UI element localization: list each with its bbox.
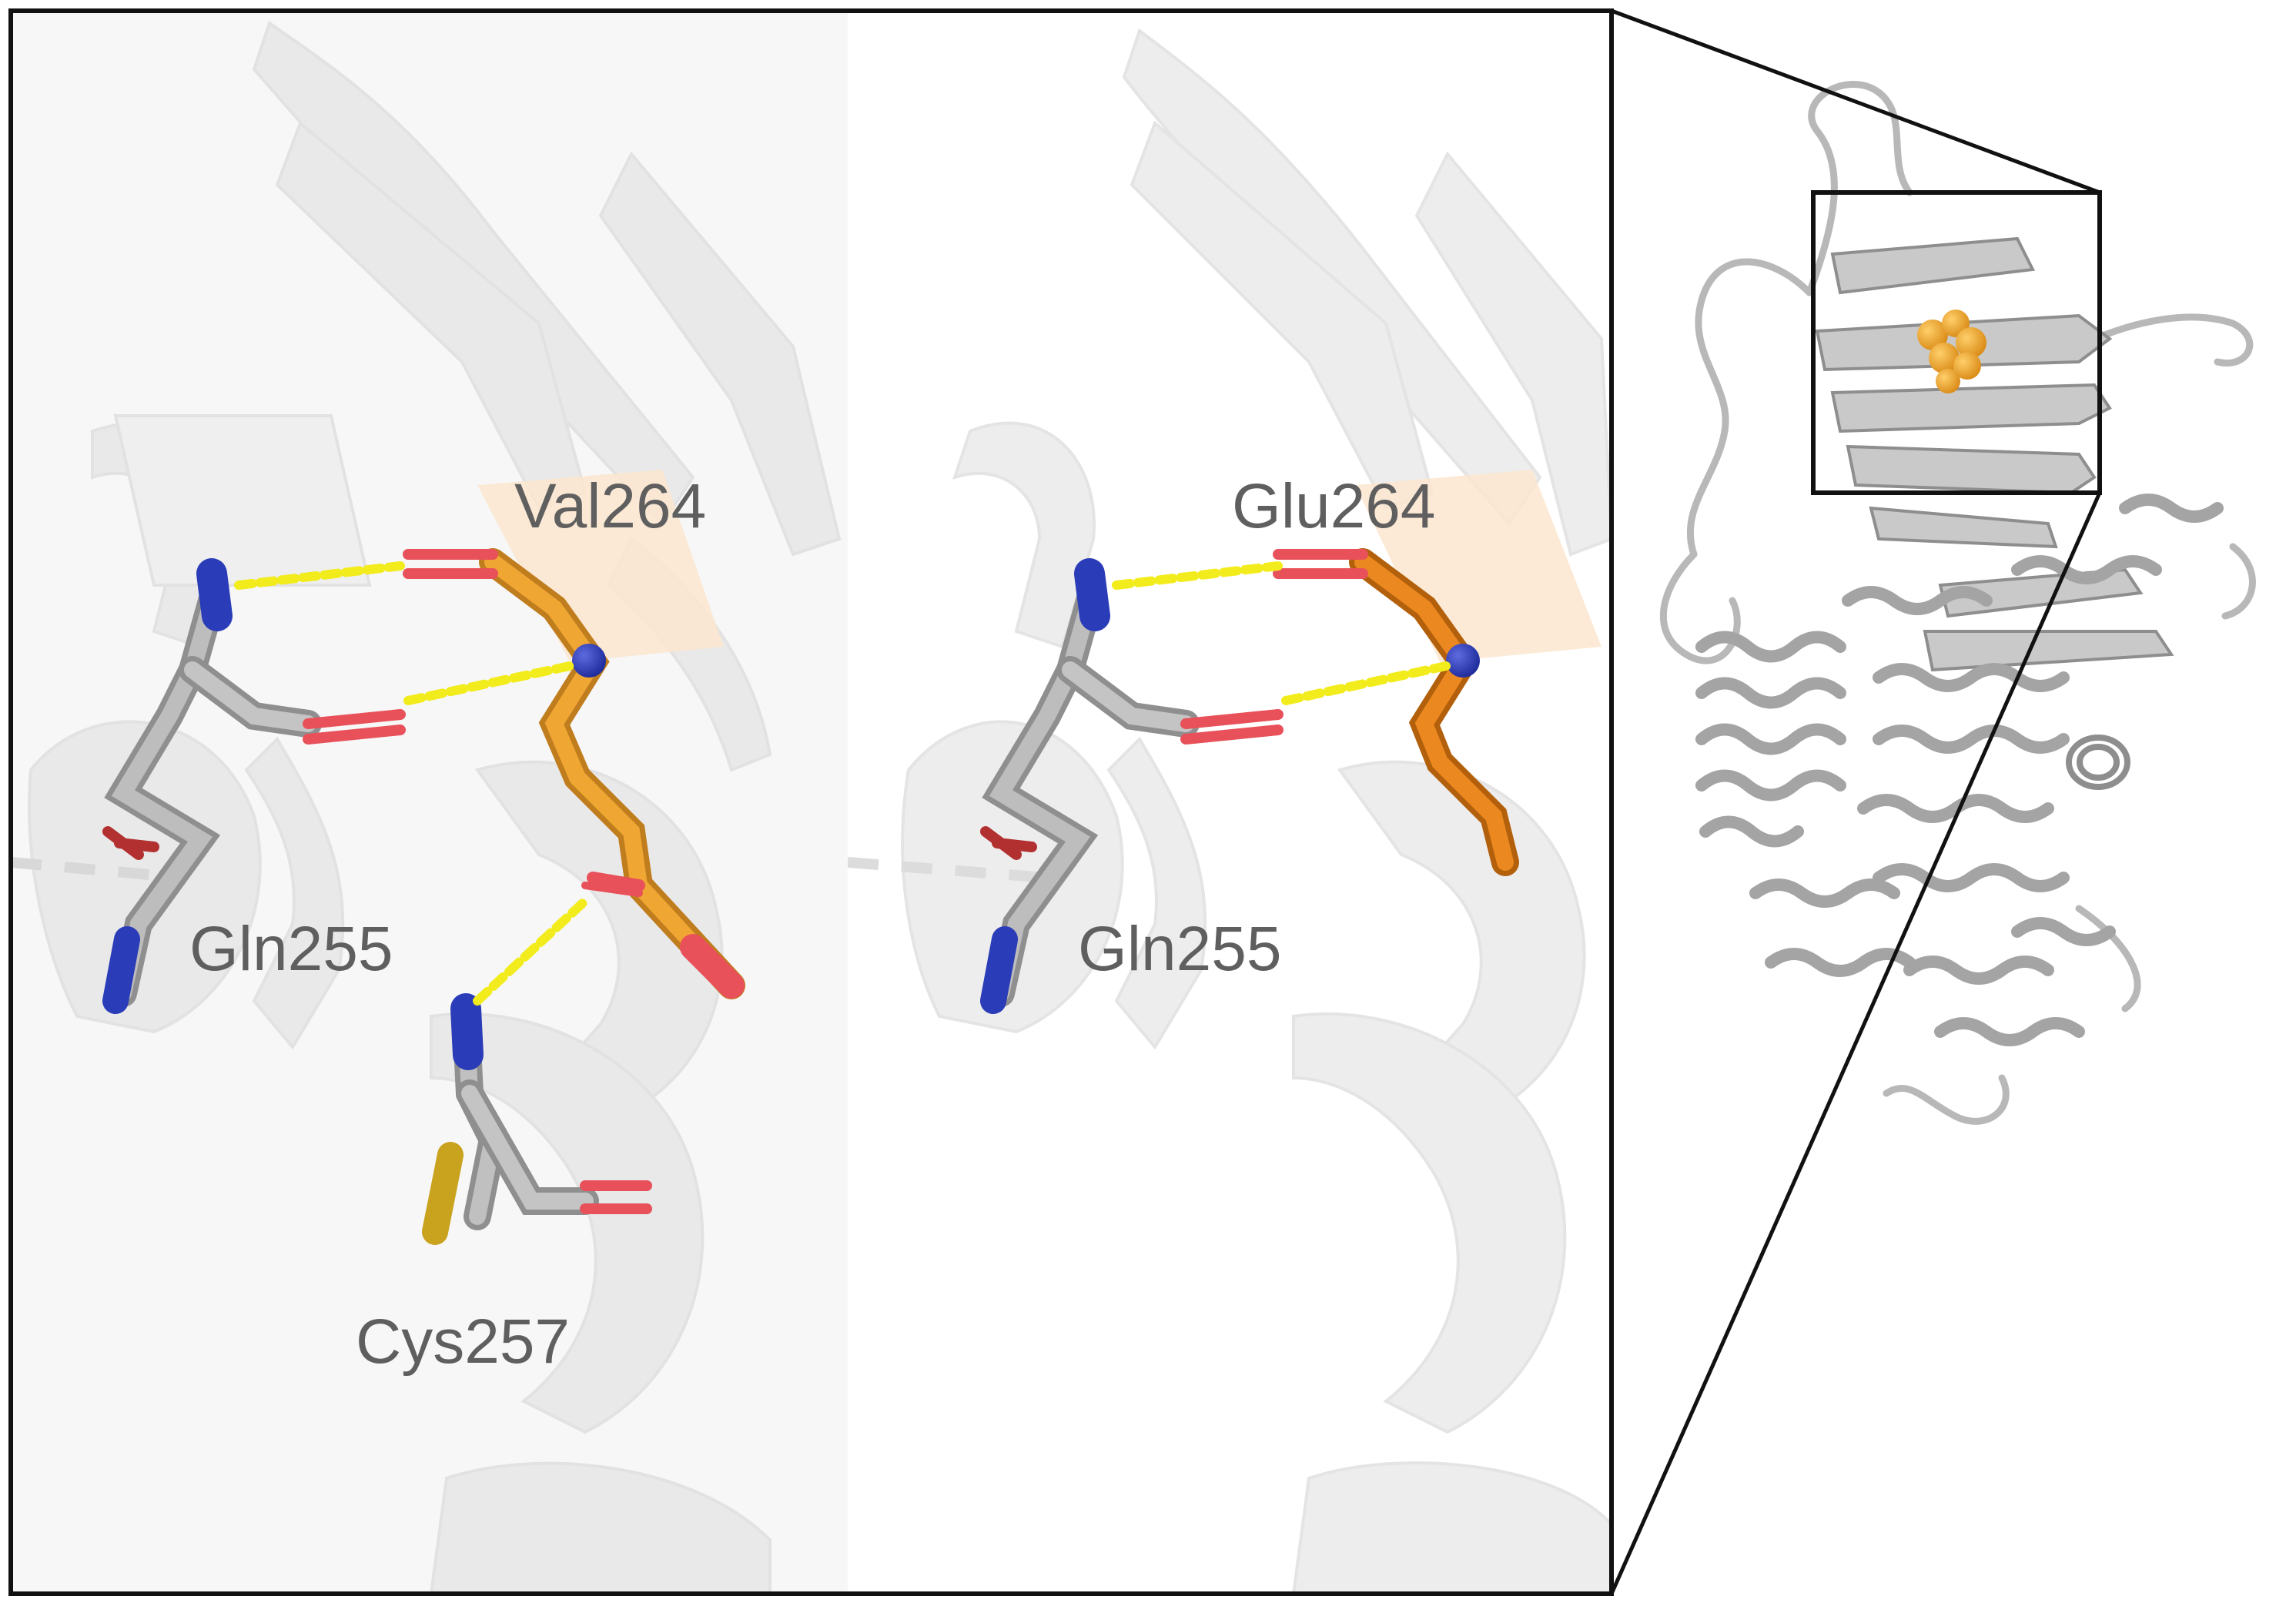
hydrogen-bonds	[1112, 561, 1451, 705]
val264-sticks	[403, 548, 745, 999]
gln255-sticks	[980, 558, 1284, 1014]
residue-label-gln255: Gln255	[1078, 914, 1281, 984]
residue-label-val264: Val264	[514, 471, 706, 541]
gln255-sticks	[102, 558, 406, 1014]
zoom-connector-lines	[1609, 8, 2102, 1595]
mutant-panel: Glu264 Gln255	[848, 11, 1612, 1594]
overview-beta-sheets	[1815, 236, 2174, 672]
overview-loop-ring	[2066, 735, 2130, 790]
background-cartoon	[848, 28, 1612, 1594]
zoom-frame	[8, 8, 1614, 1596]
wild-type-panel: Val264 Gln255 Cys257	[11, 11, 848, 1594]
protein-overview	[1659, 81, 2256, 1125]
cys257-sticks	[422, 993, 652, 1245]
backbone-highlight	[477, 470, 724, 662]
backbone-highlight	[1355, 470, 1602, 662]
overview-loops	[1659, 81, 2256, 1125]
residue-label-cys257: Cys257	[356, 1307, 570, 1377]
residue-label-gln255: Gln255	[189, 914, 393, 984]
highlighted-residue-spheres	[1917, 310, 1986, 393]
residue-label-glu264: Glu264	[1232, 471, 1435, 541]
hydrogen-bonds	[234, 561, 590, 1006]
overview-helices	[1695, 494, 2224, 1046]
glu264-sticks	[1273, 548, 1519, 876]
overview-zoom-box	[1811, 190, 2102, 495]
